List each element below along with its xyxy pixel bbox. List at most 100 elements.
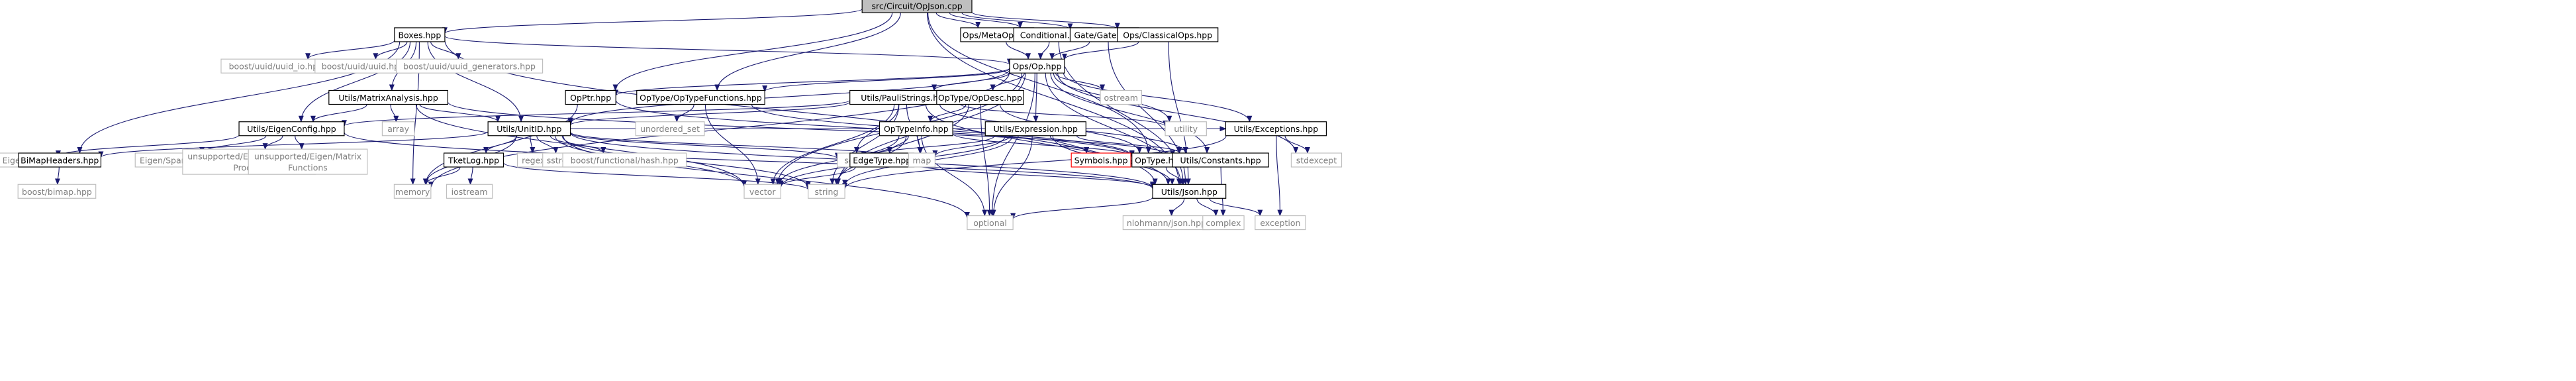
node-box [18,152,102,168]
node-label: utility [1174,124,1198,134]
edge-tketlog-to-memory [423,166,461,186]
node-label: boost/uuid/uuid.hpp [322,62,405,72]
edge-expression-to-constants [1076,135,1182,154]
edge-expression-to-optional [990,135,1033,217]
node-label: optional [973,218,1007,228]
node-optional[interactable]: optional [967,215,1014,231]
node-regex[interactable]: regex [516,152,550,168]
node-optypefunctions[interactable]: OpType/OpTypeFunctions.hpp [636,89,765,105]
edge-opdesc-to-string [835,104,969,186]
node-label: BiMapHeaders.hpp [21,156,99,166]
edge-exceptions-to-exception [1276,135,1283,217]
node-bimap[interactable]: boost/bimap.hpp [17,184,97,199]
edge-op-to-ostream [1055,72,1106,91]
edge-boxes-to-unitid [427,41,524,123]
node-uuid[interactable]: boost/uuid/uuid.hpp [314,58,412,74]
edge-paulistrings-to-json [925,104,1171,186]
node-box [394,27,446,42]
node-eigenconfig[interactable]: Utils/EigenConfig.hpp [238,121,345,136]
node-opdesc[interactable]: OpType/OpDesc.hpp [936,89,1024,105]
edge-optypefunctions-to-unordered-set [674,104,694,123]
node-label: Boxes.hpp [398,30,441,40]
edge-root-to-conditional [949,12,1023,28]
node-memory[interactable]: memory [393,184,432,199]
node-array[interactable]: array [381,121,415,136]
node-exception[interactable]: exception [1255,215,1306,231]
edge-paulistrings-to-utility [959,103,1168,127]
node-box [1172,152,1269,168]
node-label: Utils/Expression.hpp [994,124,1078,134]
node-box [1255,215,1306,231]
edge-boxes-to-uuid-io [305,40,395,60]
node-matrixanalysis[interactable]: Utils/MatrixAnalysis.hpp [328,89,449,105]
edge-boxes-to-uuid-gen [430,41,461,60]
node-exceptions[interactable]: Utils/Exceptions.hpp [1225,121,1327,136]
node-json[interactable]: Utils/Json.hpp [1152,184,1227,199]
node-label: Functions [288,163,328,173]
node-op[interactable]: Ops/Op.hpp [1009,58,1065,74]
node-box [381,121,415,136]
node-unordered-set[interactable]: unordered_set [635,121,705,136]
node-uuid-io[interactable]: boost/uuid/uuid_io.hpp [220,58,332,74]
edge-tketlog-to-iostream [467,167,473,186]
node-label: boost/uuid/uuid_generators.hpp [403,62,536,72]
node-stdexcept[interactable]: stdexcept [1290,152,1343,168]
node-label: OpType/OpTypeFunctions.hpp [640,93,762,103]
node-box [1202,215,1245,231]
node-box [861,0,973,13]
node-edgetype[interactable]: EdgeType.hpp [849,152,915,168]
node-label: vector [749,187,777,197]
node-classicalops[interactable]: Ops/ClassicalOps.hpp [1117,27,1219,42]
node-box [487,121,571,136]
edge-eigenconfig-to-json [344,132,1155,190]
node-box [984,121,1086,136]
node-optypeinfo[interactable]: OpTypeInfo.hpp [879,121,953,136]
edge-unitid-to-optional [563,135,970,219]
node-nlohmann[interactable]: nlohmann/json.hpp [1122,215,1211,231]
node-box [17,184,97,199]
node-symbols[interactable]: Symbols.hpp [1071,152,1131,168]
node-label: exception [1260,218,1300,228]
node-box [635,121,705,136]
node-label: nlohmann/json.hpp [1127,218,1206,228]
edge-op-to-opdesc [990,73,1025,91]
edge-root-to-opptr [612,13,893,91]
node-iostream[interactable]: iostream [446,184,493,199]
edge-root-to-classicalops [971,11,1120,30]
node-label: stdexcept [1296,156,1337,166]
node-paulistrings[interactable]: Utils/PauliStrings.hpp [849,89,961,105]
node-unitid[interactable]: Utils/UnitID.hpp [487,121,571,136]
edge-conditional-to-op [1037,41,1050,60]
node-complex[interactable]: complex [1202,215,1245,231]
node-label: boost/functional/hash.hpp [571,156,679,166]
edge-exceptions-to-stdexcept [1284,135,1310,154]
node-map[interactable]: map [908,152,935,168]
edge-root-to-optype [928,13,1151,154]
node-vector[interactable]: vector [743,184,782,199]
node-constants[interactable]: Utils/Constants.hpp [1172,152,1269,168]
edge-matrixanalysis-to-array [390,104,399,123]
edge-edgetype-to-vector [778,166,856,188]
edge-boxes-to-eigenconfig [298,41,411,123]
edge-expression-to-map [932,135,1011,158]
edge-op-to-expression [1033,73,1039,123]
node-functionalhash[interactable]: boost/functional/hash.hpp [562,152,687,168]
node-string[interactable]: string [808,184,845,199]
edge-paulistrings-to-unitid [567,101,851,127]
node-expression[interactable]: Utils/Expression.hpp [984,121,1086,136]
node-opptr[interactable]: OpPtr.hpp [565,89,616,105]
node-boxes[interactable]: Boxes.hpp [394,27,446,42]
edge-opdesc-to-optional [980,104,992,217]
node-uuid-gen[interactable]: boost/uuid/uuid_generators.hpp [395,58,544,74]
node-label: complex [1206,218,1241,228]
node-ostream[interactable]: ostream [1100,89,1142,105]
edge-unitid-to-bimapheaders [98,131,489,158]
edge-boxes-to-op [444,35,1012,66]
node-tketlog[interactable]: TketLog.hpp [443,152,504,168]
node-label: Utils/MatrixAnalysis.hpp [338,93,438,103]
node-bimapheaders[interactable]: BiMapHeaders.hpp [18,152,102,168]
node-root[interactable]: src/Circuit/OpJson.cpp [861,0,973,13]
node-utility[interactable]: utility [1165,121,1207,136]
edge-json-to-nlohmann [1169,198,1185,217]
